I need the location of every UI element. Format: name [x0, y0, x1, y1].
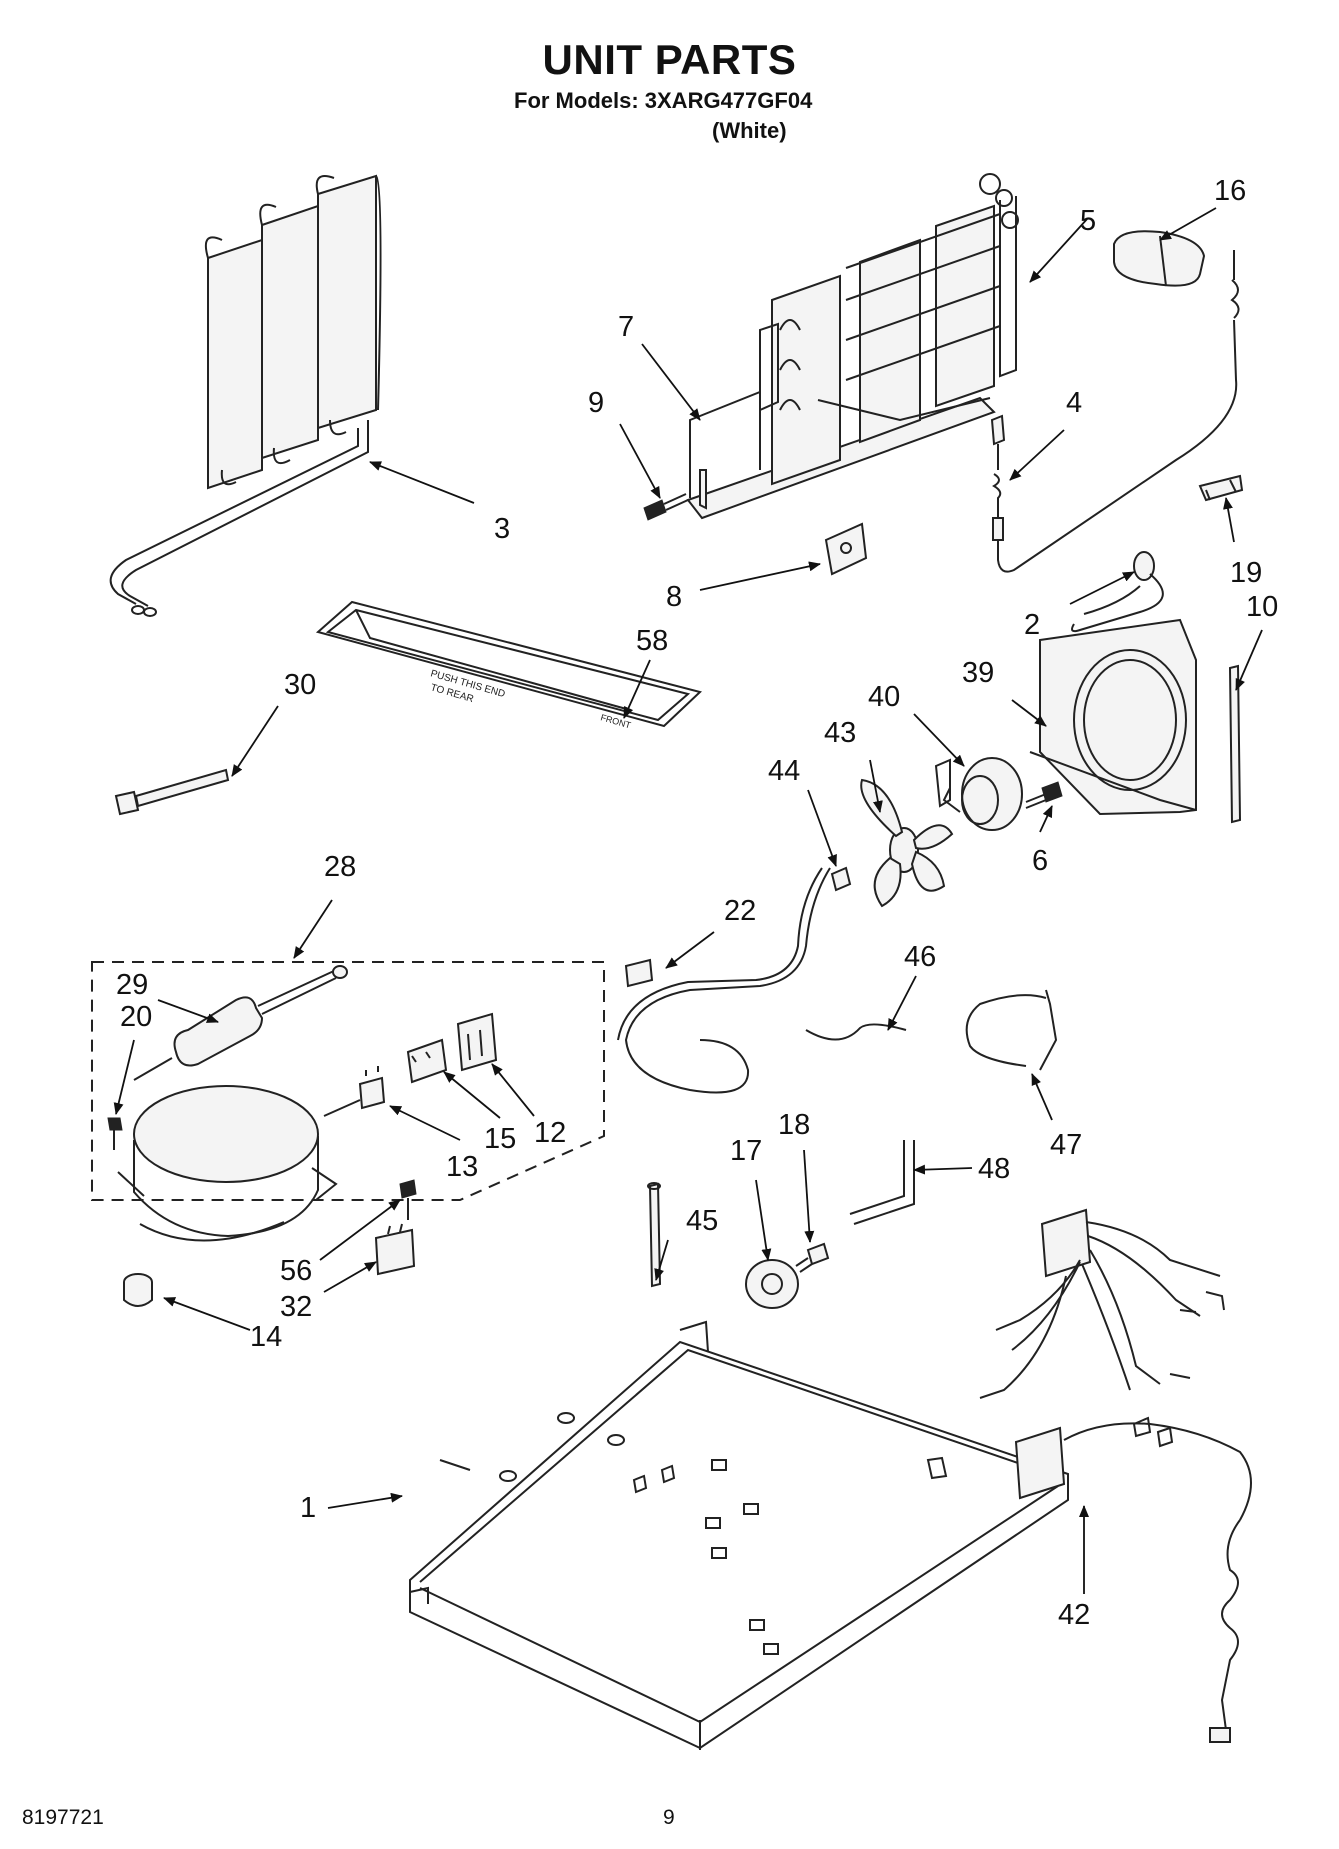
callout-20: 20 [120, 1001, 152, 1033]
callout-7: 7 [618, 311, 634, 343]
clip-19 [1198, 474, 1244, 502]
callout-56: 56 [280, 1255, 312, 1287]
bracket-8 [824, 522, 868, 576]
callout-40: 40 [868, 681, 900, 713]
overload-13 [358, 1066, 386, 1110]
capacitor-32 [374, 1223, 416, 1276]
relay-15 [406, 1038, 448, 1084]
screw-6 [1025, 781, 1063, 809]
callout-2: 2 [1024, 609, 1040, 641]
callout-3: 3 [494, 513, 510, 545]
thermostat-capillary [990, 250, 1240, 573]
screw-9 [643, 493, 689, 521]
callout-28: 28 [324, 851, 356, 883]
callout-15: 15 [484, 1123, 516, 1155]
callout-6: 6 [1032, 845, 1048, 877]
callout-48: 48 [978, 1153, 1010, 1185]
compressor-group-box [91, 961, 605, 1201]
filter-drier-29 [133, 965, 348, 1081]
callout-22: 22 [724, 895, 756, 927]
wire-harness-42 [979, 1208, 1252, 1743]
fan-motor-40 [934, 757, 1023, 831]
callout-12: 12 [534, 1117, 566, 1149]
callout-13: 13 [446, 1151, 478, 1183]
compressor-body [117, 1085, 361, 1242]
condenser-coil [109, 174, 382, 617]
fan-shroud-39 [1029, 618, 1197, 816]
cable-tie-30 [114, 768, 230, 816]
models-line: For Models: 3XARG477GF04 [514, 88, 813, 113]
callout-42: 42 [1058, 1599, 1090, 1631]
callout-45: 45 [686, 1205, 718, 1237]
drain-tray-58: PUSH THIS END TO REAR FRONT [315, 600, 703, 731]
callout-17: 17 [730, 1135, 762, 1167]
callout-10: 10 [1246, 591, 1278, 623]
callout-1: 1 [300, 1492, 316, 1524]
tube-48 [849, 1140, 915, 1225]
gasket-strip-10 [1228, 664, 1242, 824]
callout-39: 39 [962, 657, 994, 689]
tubing-46 [617, 867, 907, 1094]
callout-32: 32 [280, 1291, 312, 1323]
screw-56 [399, 1179, 417, 1220]
callout-30: 30 [284, 669, 316, 701]
pin-45 [647, 1182, 662, 1288]
tube-47 [965, 989, 1058, 1071]
page-title: UNIT PARTS [542, 36, 797, 83]
leader-lines [113, 207, 1263, 1594]
callout-9: 9 [588, 387, 604, 419]
tray-text-3: FRONT [599, 712, 632, 730]
page-number: 9 [663, 1806, 675, 1829]
callout-43: 43 [824, 717, 856, 749]
callout-29: 29 [116, 969, 148, 1001]
screw-20 [107, 1117, 123, 1150]
callout-16: 16 [1214, 175, 1246, 207]
roller-17 [745, 1259, 799, 1309]
clip-22 [624, 958, 654, 988]
base-pan-1 [409, 1320, 1069, 1750]
callout-8: 8 [666, 581, 682, 613]
control-knob-16 [1113, 230, 1206, 287]
callout-5: 5 [1080, 205, 1096, 237]
callout-44: 44 [768, 755, 800, 787]
cord-grommet-2 [1071, 551, 1164, 633]
bolt-18 [795, 1242, 830, 1273]
evaporator-assembly [686, 173, 1019, 520]
callout-14: 14 [250, 1321, 282, 1353]
color-line: (White) [712, 118, 787, 143]
relay-cover-12 [456, 1012, 498, 1072]
callout-46: 46 [904, 941, 936, 973]
grommet-14 [123, 1273, 153, 1307]
callout-19: 19 [1230, 557, 1262, 589]
callout-18: 18 [778, 1109, 810, 1141]
callout-47: 47 [1050, 1129, 1082, 1161]
callout-4: 4 [1066, 387, 1082, 419]
clip-44 [830, 866, 852, 892]
callout-numbers: 1 2 3 4 5 6 7 8 9 10 12 13 14 15 16 17 1… [116, 175, 1278, 1631]
document-number: 8197721 [22, 1806, 104, 1829]
callout-58: 58 [636, 625, 668, 657]
